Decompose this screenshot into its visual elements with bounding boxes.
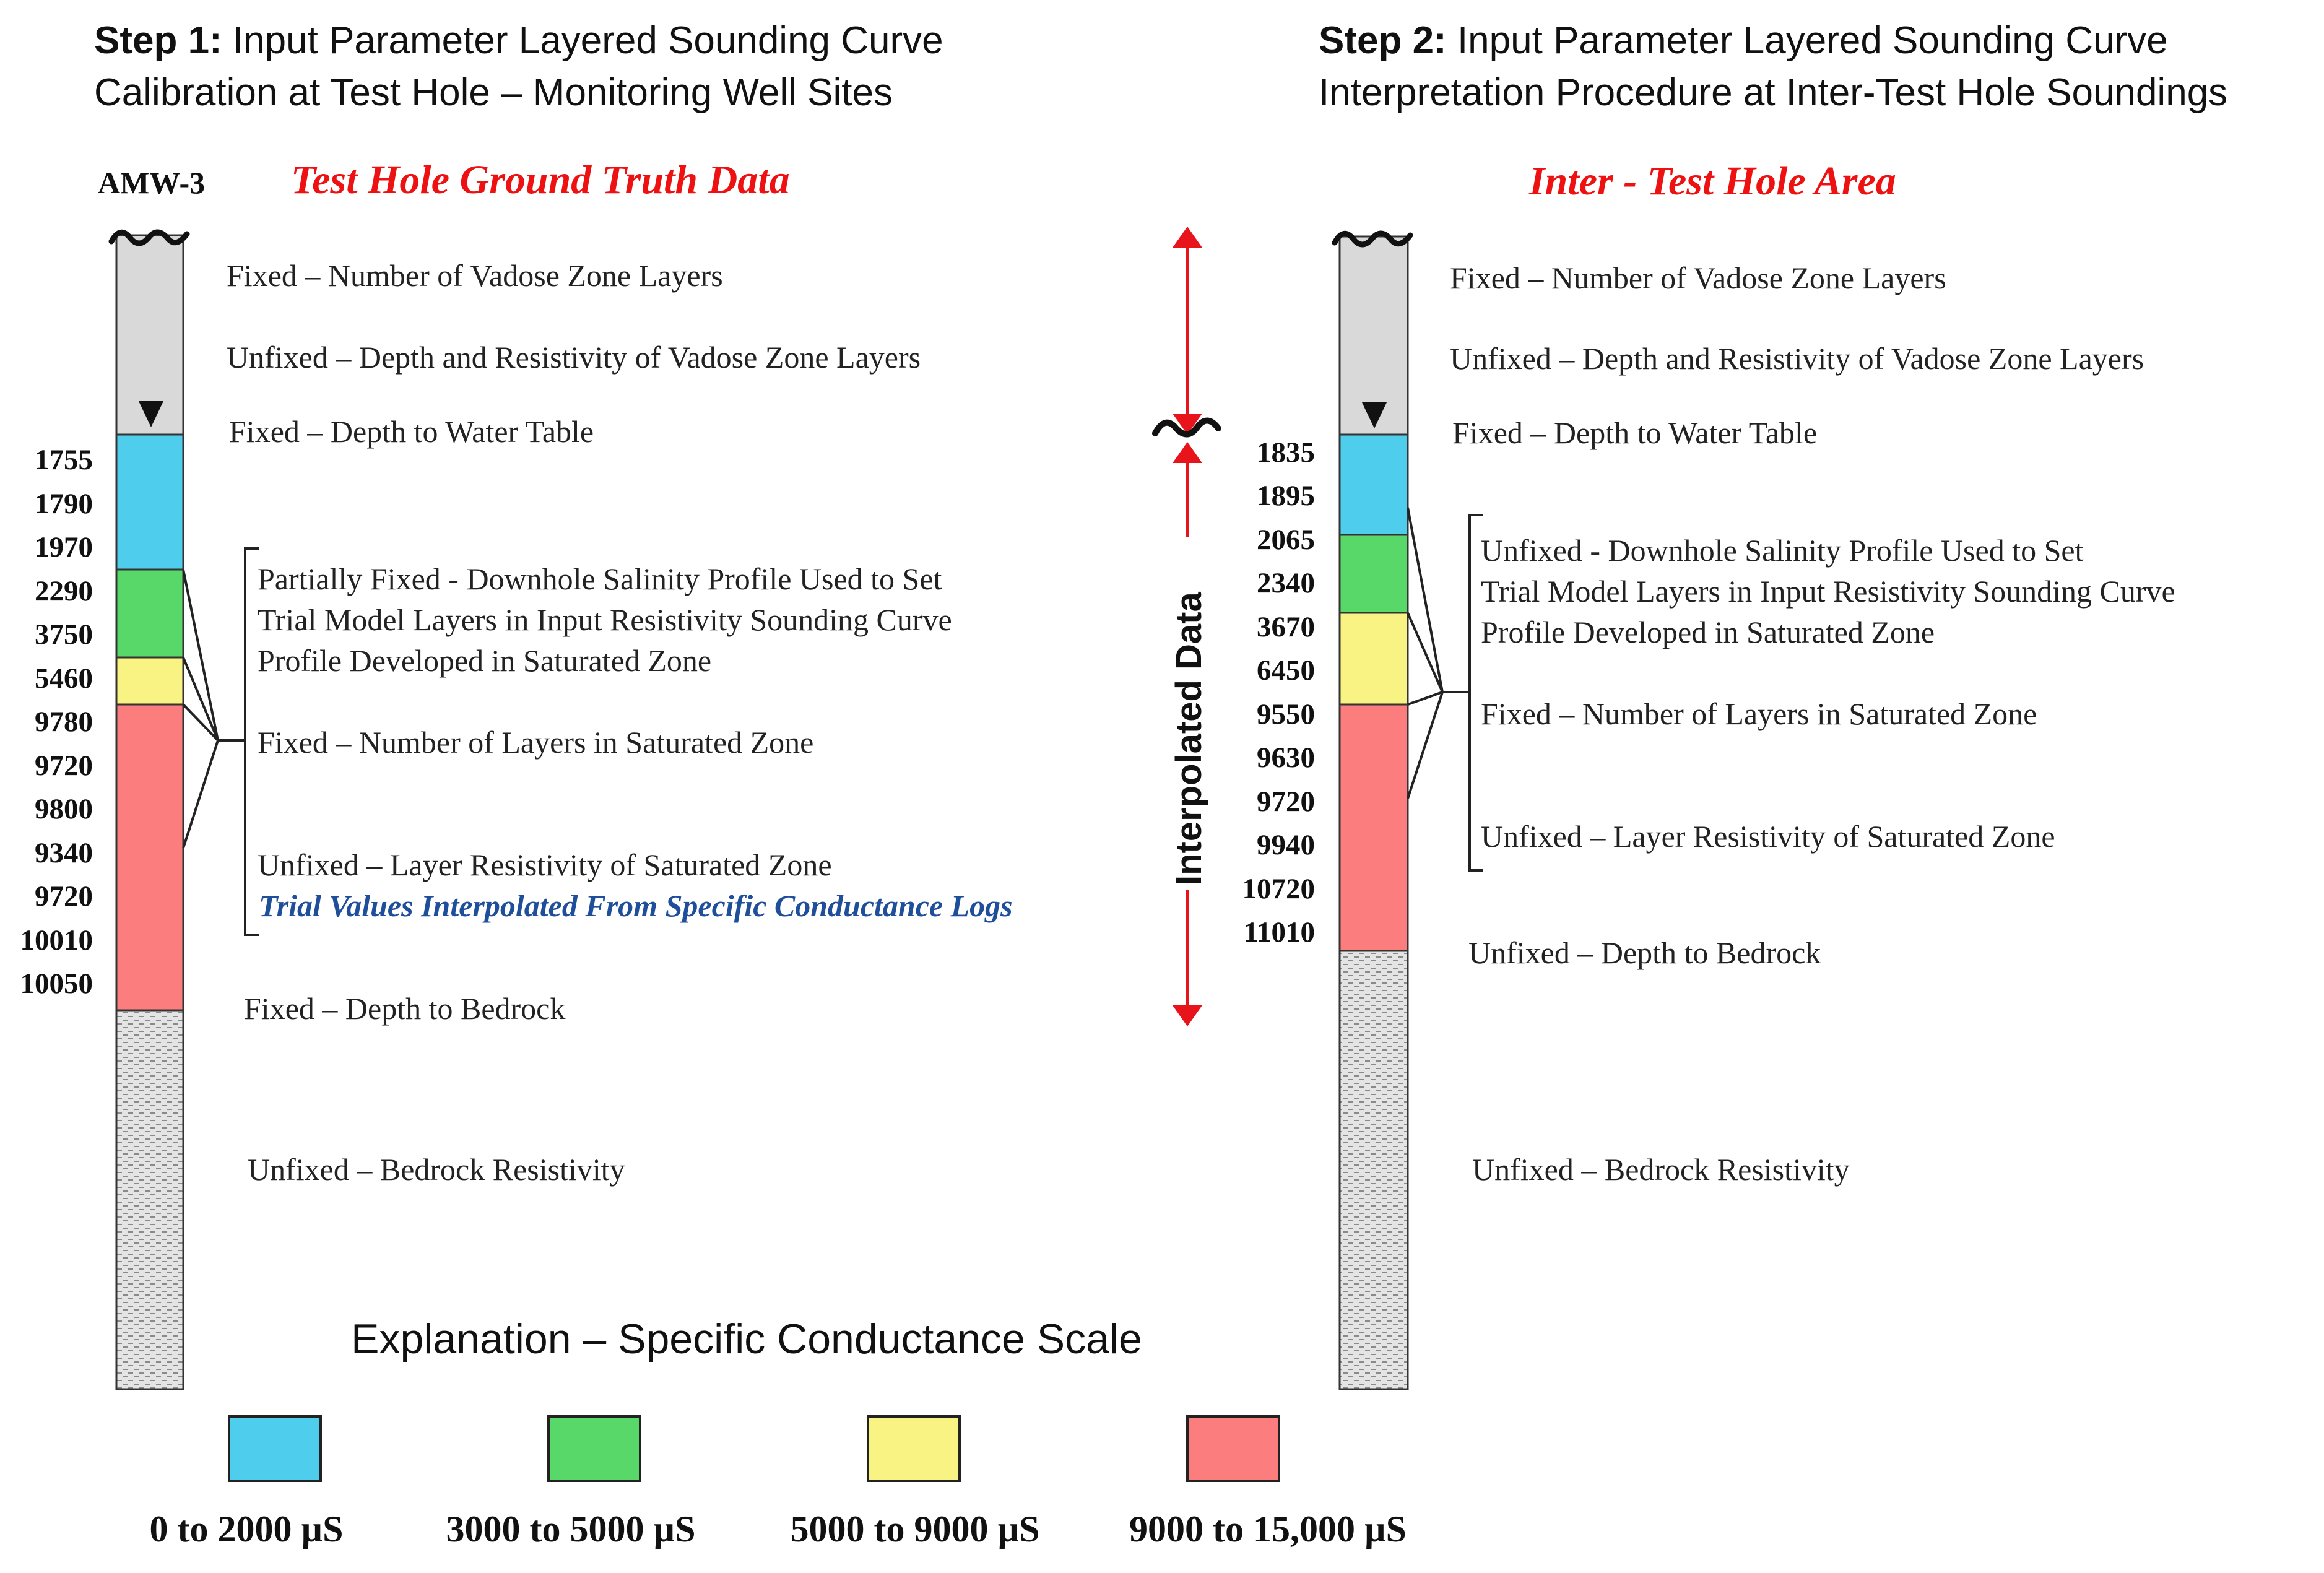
depth-label: 1790 [35,488,93,520]
depth-label: 3750 [35,618,93,651]
depth-label: 1835 [1257,436,1315,469]
left-bracket [182,547,259,936]
depth-label: 5460 [35,662,93,695]
legend-title: Explanation – Specific Conductance Scale [351,1315,1142,1363]
layer-mid-conductance [115,568,184,659]
depth-label: 9800 [35,793,93,825]
depth-label: 10720 [1242,873,1316,905]
step2-label: Step 2: [1319,19,1447,62]
layer-very-high-conductance [1338,703,1409,952]
step1-title-line2: Calibration at Test Hole – Monitoring We… [94,71,893,114]
note-vadose-layers: Fixed – Number of Vadose Zone Layers [227,258,723,293]
step2-title-text: Input Parameter Layered Sounding Curve [1457,19,2168,62]
right-section-title: Inter - Test Hole Area [1528,158,1896,204]
depth-label: 9940 [1257,829,1315,861]
layer-high-conductance [1338,612,1409,706]
note-vadose-depth: Unfixed – Depth and Resistivity of Vados… [1450,341,2144,376]
arrow-head-down-icon [1173,414,1202,435]
step1-title-text: Input Parameter Layered Sounding Curve [233,19,943,62]
depth-label: 9720 [1257,786,1315,818]
left-section-title: Test Hole Ground Truth Data [291,157,790,202]
note-salinity-line2: Trial Model Layers in Input Resistivity … [258,602,952,637]
step1-title-line1: Step 1: Input Parameter Layered Sounding… [94,19,943,62]
note-salinity-line3: Profile Developed in Saturated Zone [1481,615,1935,649]
left-well-column [108,229,190,1390]
depth-label: 9550 [1257,698,1315,730]
layer-very-high-conductance [115,703,184,1012]
legend: 0 to 2000 µS 3000 to 5000 µS 5000 to 900… [150,1415,1407,1549]
left-depth-labels: 1755 1790 1970 2290 3750 5460 9780 9720 … [20,444,93,1000]
depth-label: 11010 [1244,916,1315,948]
break-symbol-icon [1332,230,1413,248]
note-bedrock-resistivity: Unfixed – Bedrock Resistivity [1472,1152,1850,1187]
note-salinity-line1: Unfixed - Downhole Salinity Profile Used… [1481,533,2084,568]
depth-label: 3670 [1257,611,1315,643]
break-symbol-icon [1152,417,1221,438]
right-bracket [1407,507,1483,872]
note-salinity-line1: Partially Fixed - Downhole Salinity Prof… [258,561,942,596]
depth-label: 1755 [35,444,93,476]
note-trial-values: Trial Values Interpolated From Specific … [259,888,1013,923]
note-saturated-layers: Fixed – Number of Layers in Saturated Zo… [1481,696,2037,731]
note-saturated-resistivity: Unfixed – Layer Resistivity of Saturated… [258,847,832,882]
depth-label: 9780 [35,706,93,738]
note-vadose-depth: Unfixed – Depth and Resistivity of Vados… [227,340,921,375]
bedrock-layer [1338,950,1409,1390]
arrow-head-down-icon [1173,1005,1202,1026]
legend-label: 5000 to 9000 µS [791,1509,1040,1549]
step2-title-line2: Interpretation Procedure at Inter-Test H… [1319,71,2227,114]
note-bedrock-resistivity: Unfixed – Bedrock Resistivity [248,1152,625,1187]
note-saturated-layers: Fixed – Number of Layers in Saturated Zo… [258,725,813,760]
layer-low-conductance [1338,433,1409,536]
depth-label: 6450 [1257,654,1315,687]
note-bedrock-depth: Fixed – Depth to Bedrock [244,991,565,1026]
depth-label: 10010 [20,924,93,956]
interpolated-label-background [1164,537,1211,890]
layer-high-conductance [115,656,184,706]
depth-label: 1895 [1257,480,1315,512]
layer-mid-conductance [1338,534,1409,614]
legend-label: 9000 to 15,000 µS [1129,1509,1407,1549]
note-water-table: Fixed – Depth to Water Table [229,414,594,449]
depth-label: 9720 [35,880,93,912]
arrow-head-up-icon [1173,227,1202,248]
right-depth-labels: 1835 1895 2065 2340 3670 6450 9550 9630 … [1242,436,1316,948]
water-table-icon [139,401,163,427]
depth-label: 9630 [1257,742,1315,774]
step2-title-line1: Step 2: Input Parameter Layered Sounding… [1319,19,2168,62]
note-bedrock-depth: Unfixed – Depth to Bedrock [1468,935,1821,970]
depth-label: 10050 [20,968,93,1000]
depth-label: 9340 [35,837,93,869]
depth-label: 9720 [35,750,93,782]
note-salinity-line3: Profile Developed in Saturated Zone [258,643,711,678]
interpolated-data-label: Interpolated Data [1169,592,1209,885]
legend-swatch [228,1415,322,1482]
step1-label: Step 1: [94,19,222,62]
bedrock-layer [115,1009,184,1390]
legend-label: 0 to 2000 µS [150,1509,344,1549]
depth-label: 2065 [1257,524,1315,556]
note-water-table: Fixed – Depth to Water Table [1452,415,1817,450]
legend-swatch [1186,1415,1280,1482]
break-symbol-icon [108,229,190,246]
legend-title-background [291,1306,1195,1368]
note-saturated-resistivity: Unfixed – Layer Resistivity of Saturated… [1481,819,2055,854]
vadose-zone-layer [1338,235,1409,436]
depth-label: 2340 [1257,567,1315,599]
arrow-head-up-icon [1173,442,1202,463]
well-name-label: AMW-3 [98,165,205,200]
layer-low-conductance [115,433,184,571]
note-vadose-layers: Fixed – Number of Vadose Zone Layers [1450,261,1946,295]
depth-label: 2290 [35,575,93,607]
right-well-column [1332,230,1413,1390]
water-table-icon [1362,402,1387,428]
legend-swatch [867,1415,961,1482]
note-salinity-line2: Trial Model Layers in Input Resistivity … [1481,574,2175,609]
legend-swatch [547,1415,641,1482]
depth-label: 1970 [35,531,93,563]
legend-label: 3000 to 5000 µS [446,1509,696,1549]
